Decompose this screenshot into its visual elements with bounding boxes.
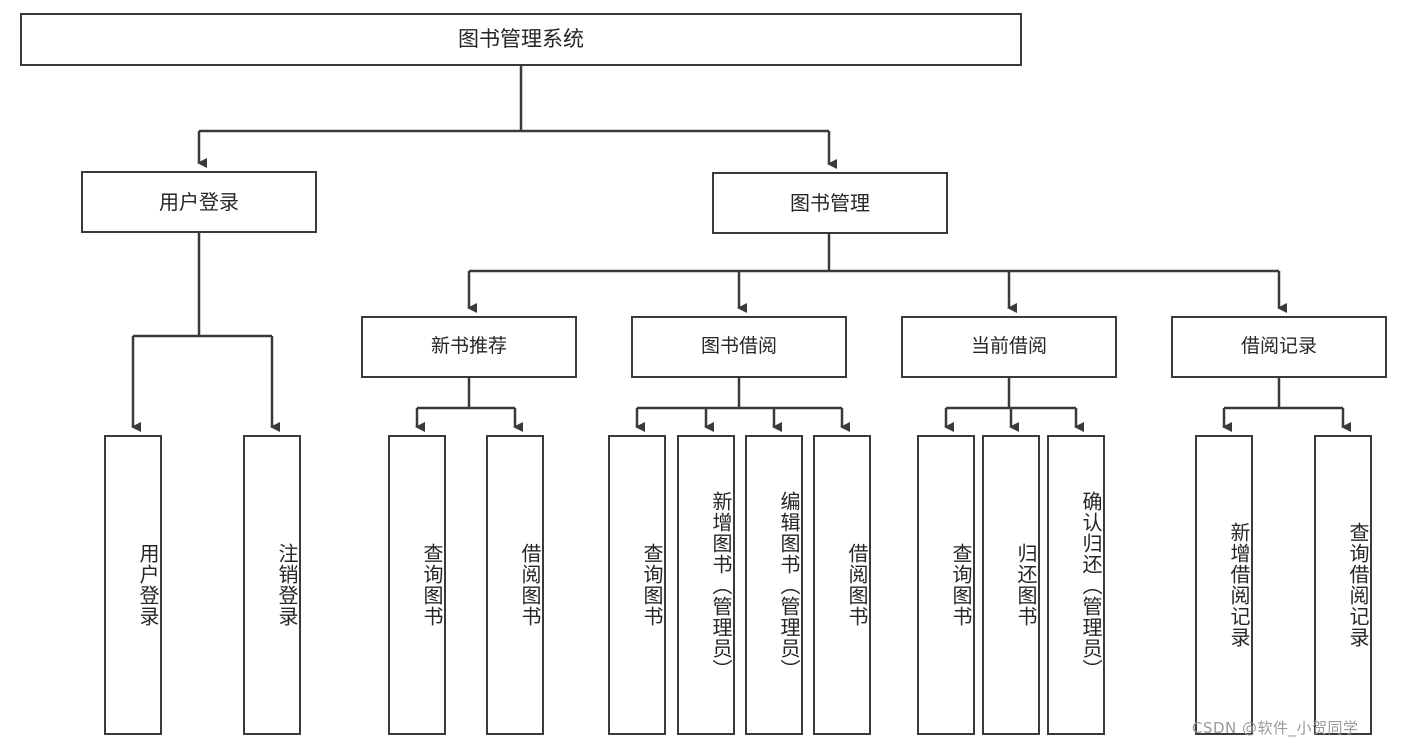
node-leaf-user-logout[interactable]: 注销登录 <box>243 435 301 735</box>
node-leaf-query-book-1-label: 查询图书 <box>420 543 444 627</box>
node-borrow-record[interactable]: 借阅记录 <box>1171 316 1387 378</box>
node-leaf-add-borrow-record[interactable]: 新增借阅记录 <box>1195 435 1253 735</box>
csdn-watermark: CSDN @软件_小贺同学 <box>1192 719 1359 737</box>
node-user-login[interactable]: 用户登录 <box>81 171 317 233</box>
node-new-book-recommend-label: 新书推荐 <box>430 335 507 358</box>
node-leaf-query-book-2[interactable]: 查询图书 <box>608 435 666 735</box>
node-current-borrow-label: 当前借阅 <box>970 335 1047 358</box>
node-book-manage[interactable]: 图书管理 <box>712 172 948 234</box>
node-leaf-add-book[interactable]: 新增图书（管理员） <box>677 435 735 735</box>
node-leaf-query-book-3-label: 查询图书 <box>949 543 973 627</box>
node-leaf-user-login-label: 用户登录 <box>136 543 160 627</box>
node-new-book-recommend[interactable]: 新书推荐 <box>361 316 577 378</box>
node-leaf-query-book-3[interactable]: 查询图书 <box>917 435 975 735</box>
node-leaf-confirm-return-label: 确认归还（管理员） <box>1079 490 1103 680</box>
node-borrow-record-label: 借阅记录 <box>1240 335 1317 358</box>
node-leaf-borrow-book-1-label: 借阅图书 <box>518 543 542 627</box>
node-leaf-user-login[interactable]: 用户登录 <box>104 435 162 735</box>
node-leaf-add-book-label: 新增图书（管理员） <box>709 490 733 680</box>
node-leaf-add-borrow-record-label: 新增借阅记录 <box>1227 522 1251 648</box>
node-leaf-query-book-2-label: 查询图书 <box>640 543 664 627</box>
node-book-manage-label: 图书管理 <box>790 190 870 215</box>
node-leaf-return-book[interactable]: 归还图书 <box>982 435 1040 735</box>
node-root[interactable]: 图书管理系统 <box>20 13 1022 66</box>
node-leaf-query-borrow-record[interactable]: 查询借阅记录 <box>1314 435 1372 735</box>
node-root-label: 图书管理系统 <box>458 27 584 52</box>
node-leaf-confirm-return[interactable]: 确认归还（管理员） <box>1047 435 1105 735</box>
node-leaf-return-book-label: 归还图书 <box>1014 543 1038 627</box>
node-book-borrow[interactable]: 图书借阅 <box>631 316 847 378</box>
node-leaf-query-borrow-record-label: 查询借阅记录 <box>1346 522 1370 648</box>
node-leaf-borrow-book-2[interactable]: 借阅图书 <box>813 435 871 735</box>
node-leaf-edit-book[interactable]: 编辑图书（管理员） <box>745 435 803 735</box>
node-leaf-borrow-book-1[interactable]: 借阅图书 <box>486 435 544 735</box>
node-leaf-query-book-1[interactable]: 查询图书 <box>388 435 446 735</box>
node-leaf-borrow-book-2-label: 借阅图书 <box>845 543 869 627</box>
node-book-borrow-label: 图书借阅 <box>700 335 777 358</box>
node-current-borrow[interactable]: 当前借阅 <box>901 316 1117 378</box>
node-leaf-user-logout-label: 注销登录 <box>275 543 299 627</box>
node-leaf-edit-book-label: 编辑图书（管理员） <box>777 490 801 680</box>
node-user-login-label: 用户登录 <box>159 189 239 214</box>
